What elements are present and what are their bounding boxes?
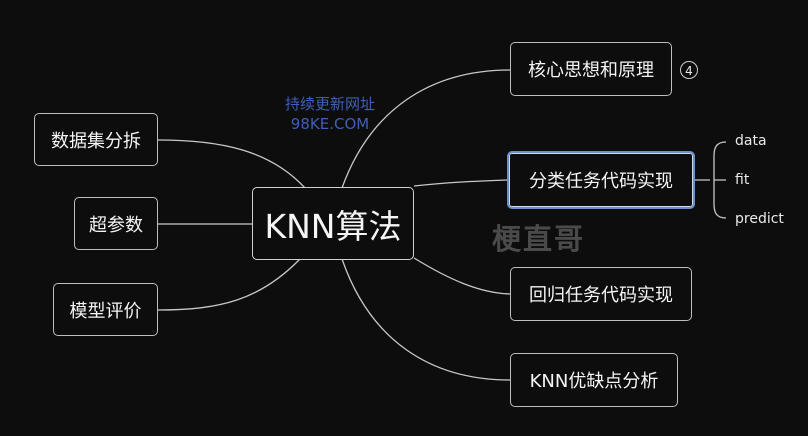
node-hyperparameters[interactable]: 超参数 <box>74 197 158 250</box>
link-root-dataset-split <box>157 139 306 189</box>
link-root-classification <box>413 179 508 187</box>
children-bracket <box>695 141 727 219</box>
node-model-evaluation[interactable]: 模型评价 <box>53 283 158 336</box>
link-root-pros-cons <box>341 258 511 381</box>
node-regression-code[interactable]: 回归任务代码实现 <box>510 267 692 321</box>
watermark-line1: 持续更新网址 <box>284 95 375 113</box>
watermark-url: 持续更新网址 98KE.COM <box>270 94 390 134</box>
node-knn-pros-cons[interactable]: KNN优缺点分析 <box>510 353 678 407</box>
node-dataset-split[interactable]: 数据集分拆 <box>34 113 158 166</box>
link-root-evaluation <box>157 258 301 311</box>
link-root-regression <box>413 257 511 295</box>
node-core-idea[interactable]: 核心思想和原理 <box>510 42 672 96</box>
leaf-fit[interactable]: fit <box>735 172 750 188</box>
leaf-data[interactable]: data <box>735 133 767 149</box>
leaf-predict[interactable]: predict <box>735 211 784 227</box>
link-root-core-idea <box>341 69 511 189</box>
root-node[interactable]: KNN算法 <box>252 187 414 260</box>
watermark-author: 梗直哥 <box>492 222 586 256</box>
node-classification-code[interactable]: 分类任务代码实现 <box>507 151 695 209</box>
count-badge[interactable]: 4 <box>680 61 698 79</box>
watermark-line2: 98KE.COM <box>290 115 370 133</box>
